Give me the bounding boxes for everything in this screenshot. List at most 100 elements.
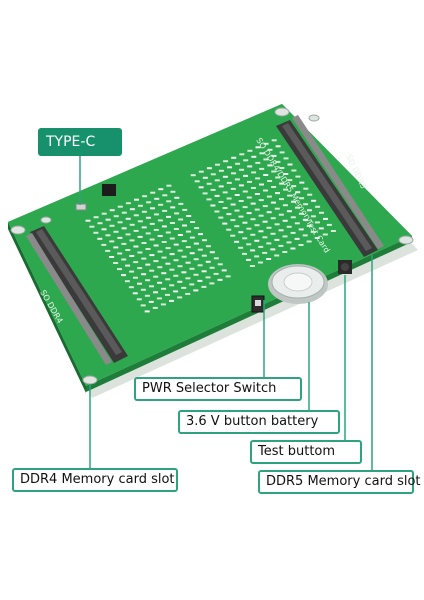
test-point <box>150 207 155 210</box>
test-point <box>238 184 244 187</box>
test-point <box>181 255 187 258</box>
test-point <box>186 230 191 233</box>
test-point <box>133 276 138 279</box>
test-point <box>97 237 103 240</box>
test-point <box>177 280 183 283</box>
test-point <box>263 174 269 176</box>
test-point <box>287 163 293 166</box>
test-point <box>109 240 115 243</box>
test-point <box>153 275 159 278</box>
test-point <box>225 275 231 278</box>
test-point <box>145 263 151 266</box>
test-point <box>294 222 300 225</box>
test-point <box>311 199 317 202</box>
test-point <box>173 290 179 293</box>
test-point <box>174 212 180 215</box>
test-point <box>214 210 220 213</box>
test-point <box>142 195 148 198</box>
test-point <box>149 254 155 257</box>
test-point <box>266 226 272 229</box>
test-point <box>97 222 103 225</box>
test-point <box>213 257 219 260</box>
test-point <box>129 270 135 273</box>
test-point <box>158 203 164 206</box>
test-point <box>165 247 171 250</box>
test-point <box>101 243 107 246</box>
test-point <box>158 188 164 191</box>
test-point <box>189 267 195 270</box>
test-point <box>274 207 280 210</box>
test-point <box>198 186 204 189</box>
test-point <box>263 189 268 192</box>
test-point <box>279 182 285 185</box>
test-point <box>140 304 146 307</box>
test-point <box>315 205 321 208</box>
test-point <box>133 229 139 232</box>
test-point <box>145 279 151 282</box>
test-point <box>275 192 280 195</box>
test-point <box>286 225 292 228</box>
test-point <box>238 215 244 218</box>
test-point <box>113 246 119 249</box>
test-point <box>255 161 261 164</box>
test-point <box>201 285 207 288</box>
test-point <box>218 216 224 219</box>
test-point <box>214 179 220 182</box>
test-point <box>85 219 91 222</box>
test-point <box>274 254 280 257</box>
test-point <box>144 294 150 297</box>
test-point <box>173 259 179 262</box>
test-point <box>266 242 272 245</box>
test-point <box>125 217 131 220</box>
test-point <box>173 243 179 246</box>
test-point <box>295 191 301 194</box>
test-point <box>117 252 123 255</box>
test-point <box>270 248 276 251</box>
test-point <box>133 214 139 217</box>
test-point <box>266 195 272 198</box>
test-point <box>201 270 207 273</box>
test-point <box>254 224 260 227</box>
test-point <box>134 198 139 201</box>
test-point <box>174 196 180 199</box>
test-point <box>169 299 174 302</box>
test-point <box>162 194 168 197</box>
test-point <box>322 233 328 236</box>
test-point <box>146 201 152 204</box>
test-point <box>202 239 207 242</box>
test-point <box>242 206 248 209</box>
test-point <box>270 232 276 235</box>
test-point <box>299 181 305 184</box>
test-point <box>230 219 236 222</box>
test-push-button <box>338 260 352 274</box>
test-point <box>190 221 196 223</box>
power-chip <box>102 184 116 196</box>
test-point <box>262 220 268 223</box>
test-point <box>283 157 289 160</box>
test-point <box>189 252 195 255</box>
test-point <box>227 166 232 169</box>
test-point <box>177 296 183 299</box>
test-point <box>170 190 176 193</box>
test-point <box>230 203 236 206</box>
test-point <box>278 244 284 247</box>
test-button-label: Test buttom <box>258 444 336 459</box>
test-point <box>165 278 171 281</box>
test-point <box>254 255 260 258</box>
test-point <box>209 282 215 285</box>
test-point <box>165 231 171 234</box>
test-point <box>255 177 261 180</box>
test-point <box>185 292 191 295</box>
test-point <box>213 272 219 275</box>
test-point <box>278 213 284 216</box>
test-point <box>231 172 236 175</box>
board-edge-front <box>8 222 86 393</box>
test-point <box>160 303 166 306</box>
test-point <box>189 236 195 239</box>
test-point <box>165 293 170 296</box>
test-point <box>330 230 336 232</box>
test-point <box>291 169 297 172</box>
test-point <box>125 233 131 236</box>
test-point <box>298 228 304 231</box>
ddr5-slot-label: DDR5 Memory card slot <box>266 474 421 489</box>
